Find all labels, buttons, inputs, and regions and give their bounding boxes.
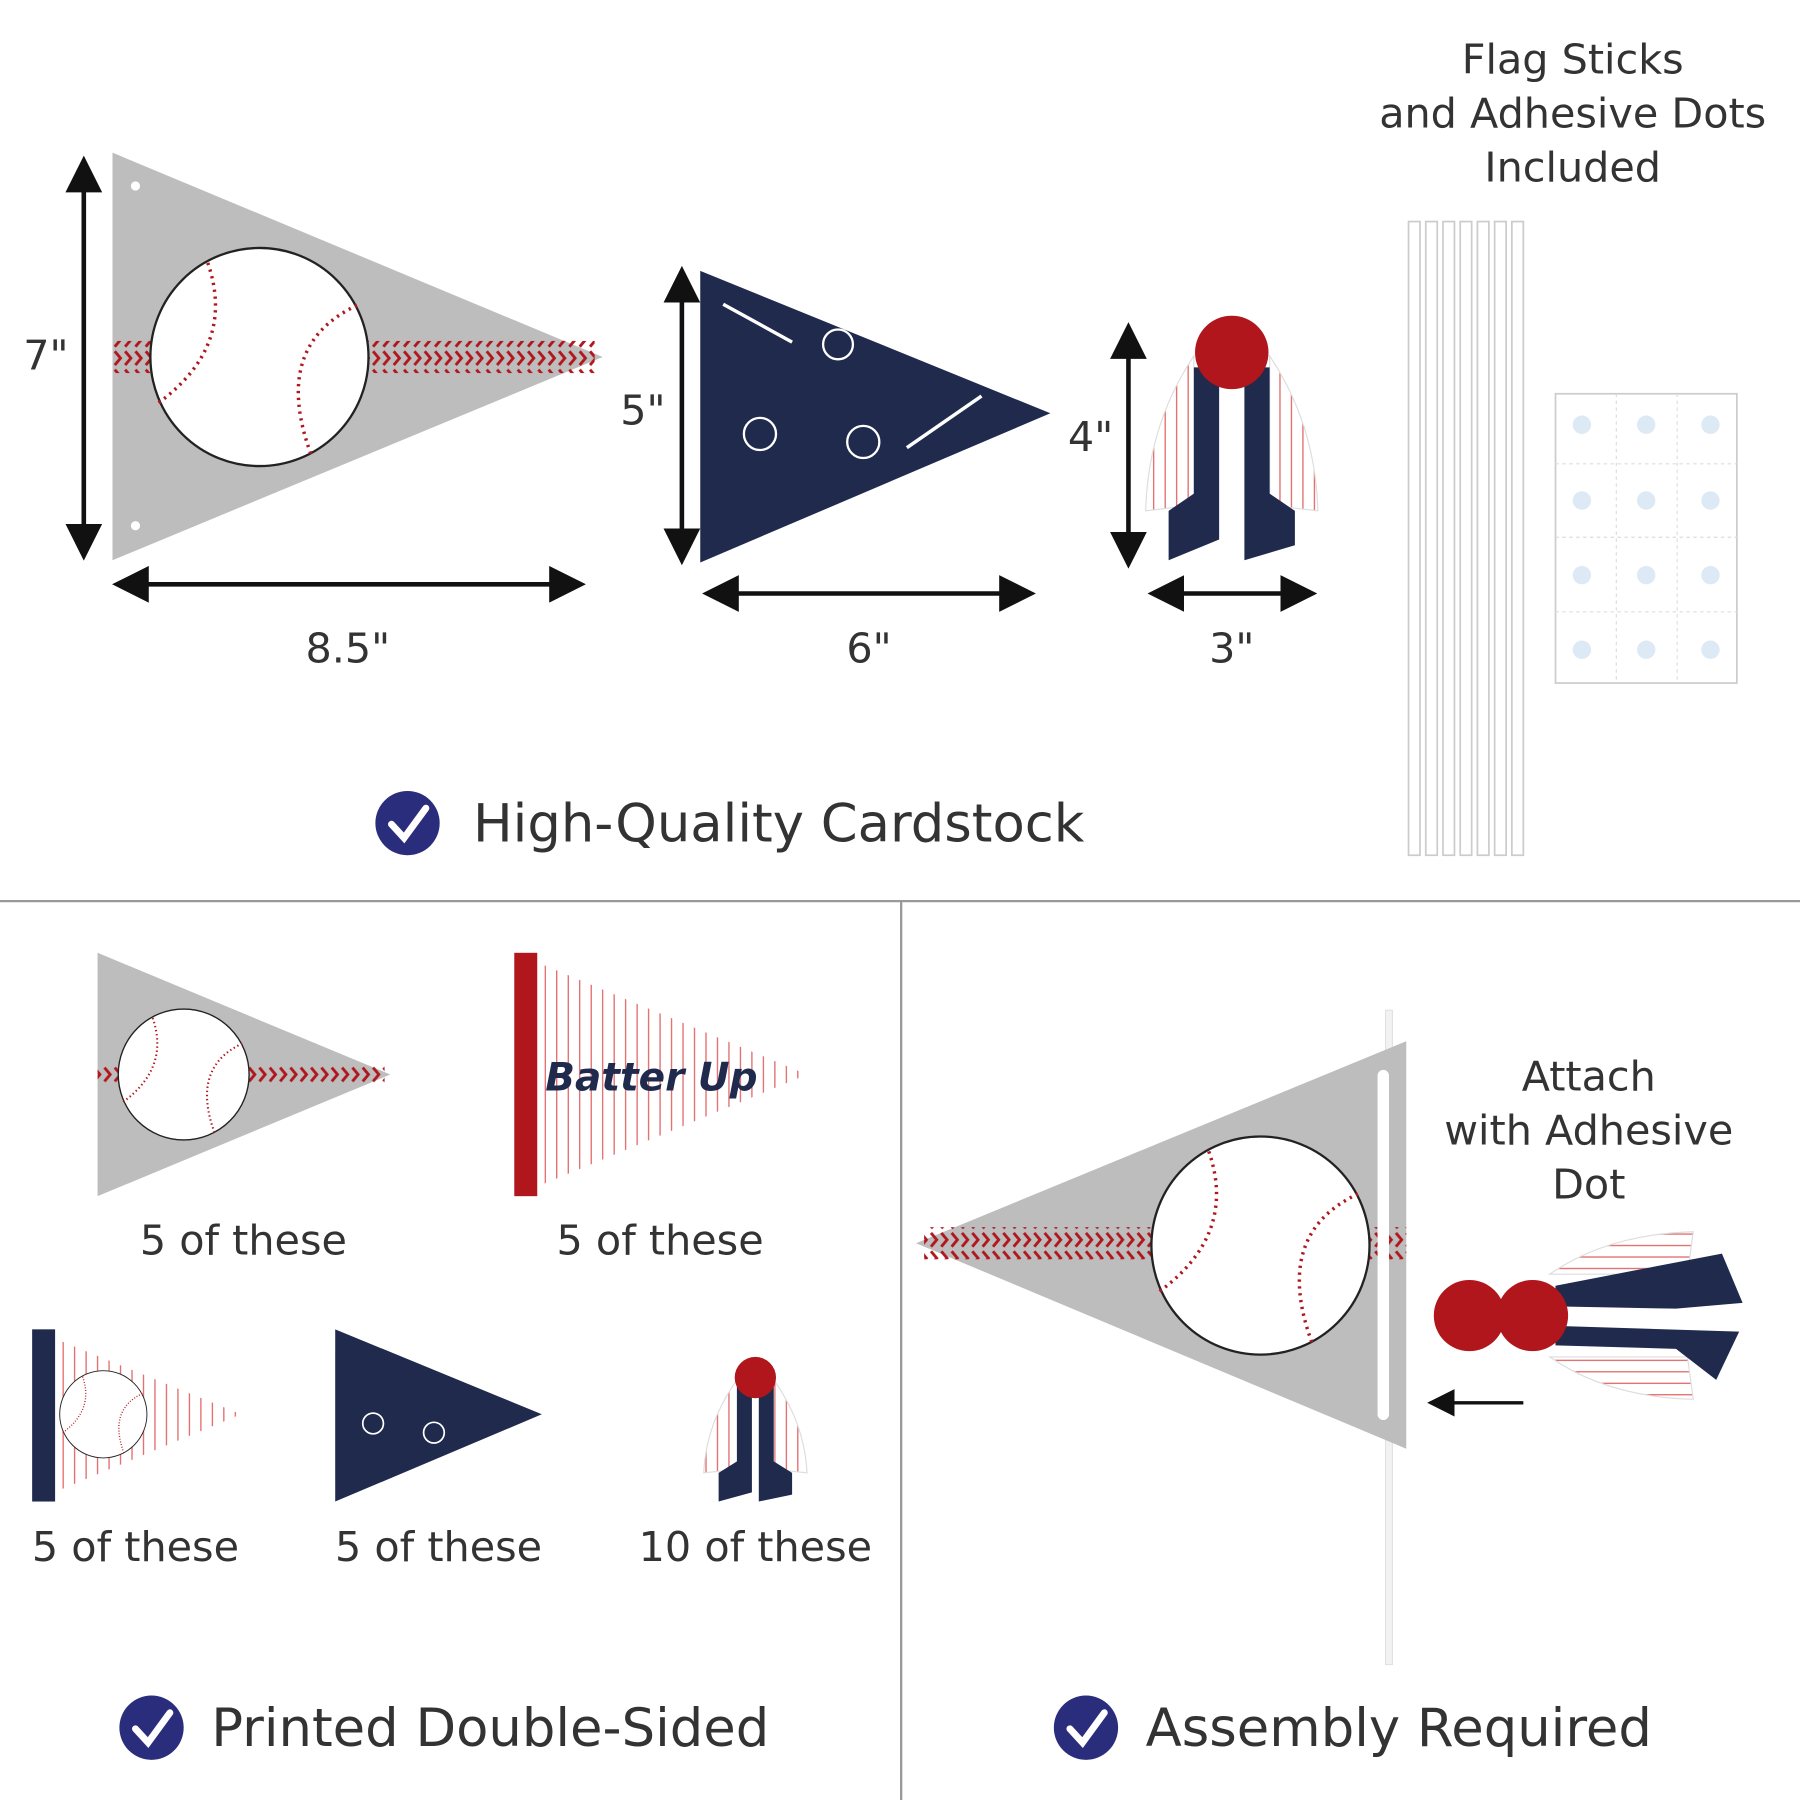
small-width-label: 3" — [1209, 624, 1254, 672]
pinstripe-baseball-pennant — [32, 1329, 242, 1502]
check-icon — [1053, 1695, 1119, 1760]
adhesive-dot-sheet — [1554, 392, 1738, 684]
flag-sticks — [1407, 220, 1525, 857]
included-title-line3: Included — [1484, 143, 1661, 191]
large-baseball-pennant — [112, 152, 603, 561]
included-title-line1: Flag Sticks — [1462, 35, 1684, 83]
small-tassel-piece — [703, 1356, 808, 1502]
feature-double-sided: Printed Double-Sided — [211, 1698, 769, 1759]
tassel-piece — [1145, 315, 1319, 561]
quantity-label: 5 of these — [140, 1217, 347, 1265]
batter-up-pennant: Batter Up — [514, 952, 808, 1197]
quantity-label: 10 of these — [639, 1523, 872, 1571]
horizontal-tassel-piece — [1433, 1231, 1743, 1400]
medium-width-label: 6" — [846, 624, 891, 672]
assembly-pennant — [916, 1041, 1407, 1449]
attach-line3: Dot — [1552, 1160, 1625, 1208]
check-icon — [119, 1695, 184, 1760]
feature-assembly: Assembly Required — [1146, 1698, 1652, 1759]
batter-up-logo: Batter Up — [545, 1056, 757, 1101]
large-width-label: 8.5" — [305, 624, 390, 672]
navy-pattern-pennant — [335, 1329, 542, 1502]
included-title-line2: and Adhesive Dots — [1379, 89, 1766, 137]
gray-baseball-pennant — [97, 952, 391, 1197]
medium-navy-pennant — [700, 270, 1051, 563]
attach-line1: Attach — [1522, 1053, 1656, 1101]
feature-cardstock: High-Quality Cardstock — [473, 793, 1085, 854]
attach-line2: with Adhesive — [1444, 1107, 1733, 1155]
small-height-label: 4" — [1068, 413, 1113, 461]
quantity-label: 5 of these — [557, 1217, 764, 1265]
medium-height-label: 5" — [620, 387, 665, 435]
quantity-label: 5 of these — [335, 1523, 542, 1571]
check-icon — [375, 790, 440, 856]
quantity-label: 5 of these — [32, 1523, 239, 1571]
large-height-label: 7" — [23, 332, 68, 380]
